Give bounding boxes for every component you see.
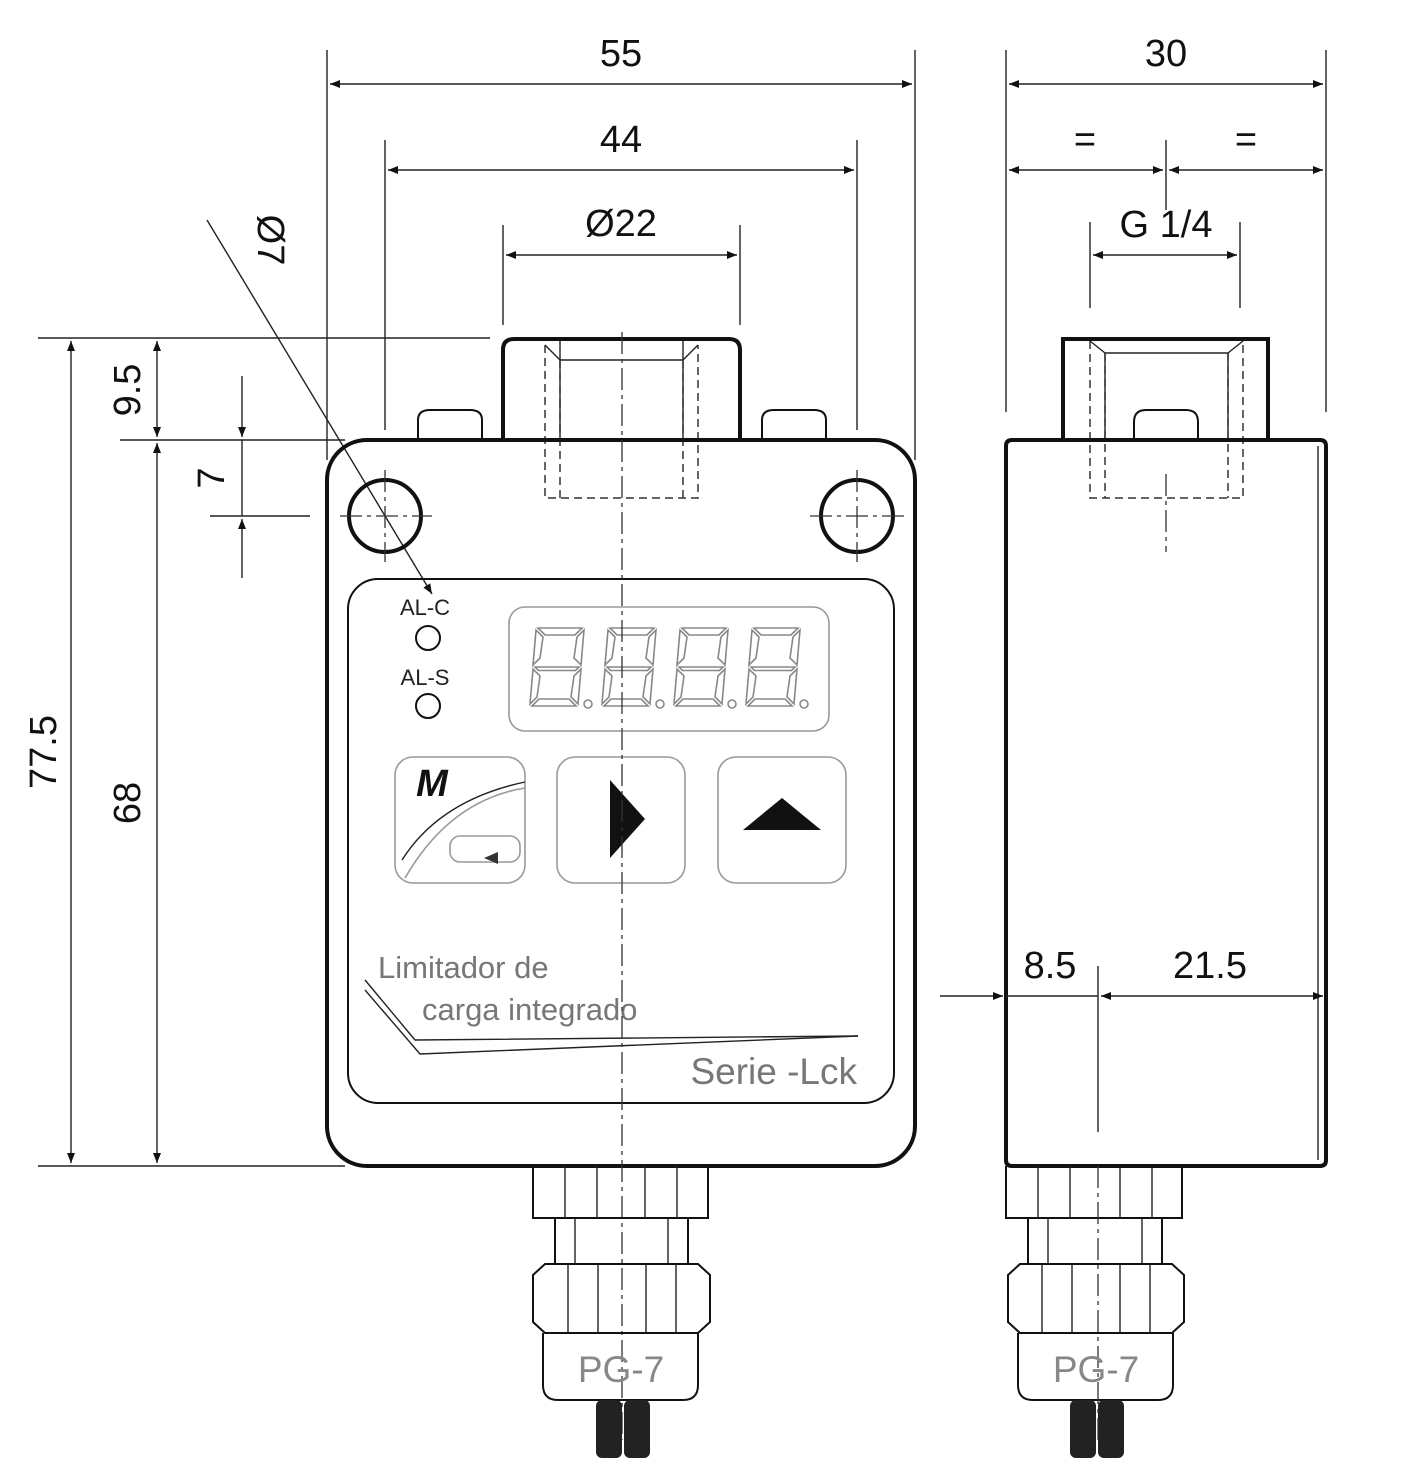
display-digit xyxy=(529,627,593,709)
mode-button-label: M xyxy=(416,763,449,805)
housing-front xyxy=(325,438,917,1168)
dimension-thread: G 1/4 xyxy=(1093,204,1237,259)
cable-gland-side: PG-7 xyxy=(1005,1166,1185,1458)
front-view: 55 44 Ø22 Ø7 77.5 68 xyxy=(23,33,917,1458)
dimension-overall-width: 55 xyxy=(330,33,912,88)
pressure-port-side xyxy=(1061,337,1270,499)
dim-total-height-label: 77.5 xyxy=(23,715,65,789)
mount-tab-left xyxy=(417,409,483,440)
dim-equal-left: = xyxy=(1074,119,1096,161)
led-alc-label: AL-C xyxy=(400,595,450,620)
dimension-total-height: 77.5 xyxy=(23,341,75,1163)
dimension-depth: 8.5 21.5 xyxy=(940,945,1323,1000)
dim-side-width-label: 30 xyxy=(1145,33,1187,75)
up-arrow-icon xyxy=(743,798,821,830)
seven-segment-display xyxy=(508,606,830,732)
dim-overall-width-label: 55 xyxy=(600,33,642,75)
side-view: 30 = = G 1/4 xyxy=(940,33,1328,1458)
dim-depth-rear-label: 21.5 xyxy=(1173,945,1247,987)
led-als-label: AL-S xyxy=(401,665,450,690)
dim-equal-right: = xyxy=(1235,119,1257,161)
dimension-port-height: 9.5 xyxy=(107,341,161,437)
dim-body-height-label: 68 xyxy=(107,782,149,824)
housing-side xyxy=(1004,438,1328,1168)
mode-return-icon xyxy=(449,835,521,863)
dimension-side-equal: = = xyxy=(1009,119,1323,174)
led-alc xyxy=(415,625,441,651)
dimension-side-width: 30 xyxy=(1009,33,1323,88)
dimension-hole-diameter: Ø7 xyxy=(206,215,433,595)
dim-port-diameter-label: Ø22 xyxy=(585,203,657,245)
label-line-1: Limitador de xyxy=(378,950,549,985)
return-arrow-icon xyxy=(484,852,498,864)
dim-hole-diameter-label: Ø7 xyxy=(249,215,291,266)
display-digit xyxy=(673,627,737,709)
dimension-hole-offset: 7 xyxy=(191,376,246,578)
display-digit xyxy=(601,627,665,709)
mount-tab-right xyxy=(761,409,827,440)
label-line-2: carga integrado xyxy=(422,992,637,1027)
mount-hole-right xyxy=(810,470,904,562)
right-arrow-icon xyxy=(610,780,645,858)
dim-hole-offset-label: 7 xyxy=(191,467,233,488)
side-gland-label: PG-7 xyxy=(1053,1349,1139,1390)
dim-thread-label: G 1/4 xyxy=(1120,204,1213,246)
dim-port-height-label: 9.5 xyxy=(107,364,149,417)
display-digit xyxy=(745,627,809,709)
front-panel xyxy=(347,578,895,1104)
right-button[interactable] xyxy=(556,756,686,884)
dim-depth-front-label: 8.5 xyxy=(1024,945,1077,987)
series-label: Serie -Lck xyxy=(690,1051,857,1092)
dimension-body-height: 68 xyxy=(107,443,161,1163)
up-button[interactable] xyxy=(717,756,847,884)
dim-mount-spacing-label: 44 xyxy=(600,119,642,161)
cable-gland-front: PG-7 xyxy=(532,1166,711,1458)
dimension-port-diameter: Ø22 xyxy=(506,203,737,259)
led-als xyxy=(415,693,441,719)
dimension-mount-spacing: 44 xyxy=(388,119,854,174)
mount-hole-left xyxy=(340,470,432,562)
mode-button[interactable]: M xyxy=(394,756,526,884)
front-gland-label: PG-7 xyxy=(578,1349,664,1390)
